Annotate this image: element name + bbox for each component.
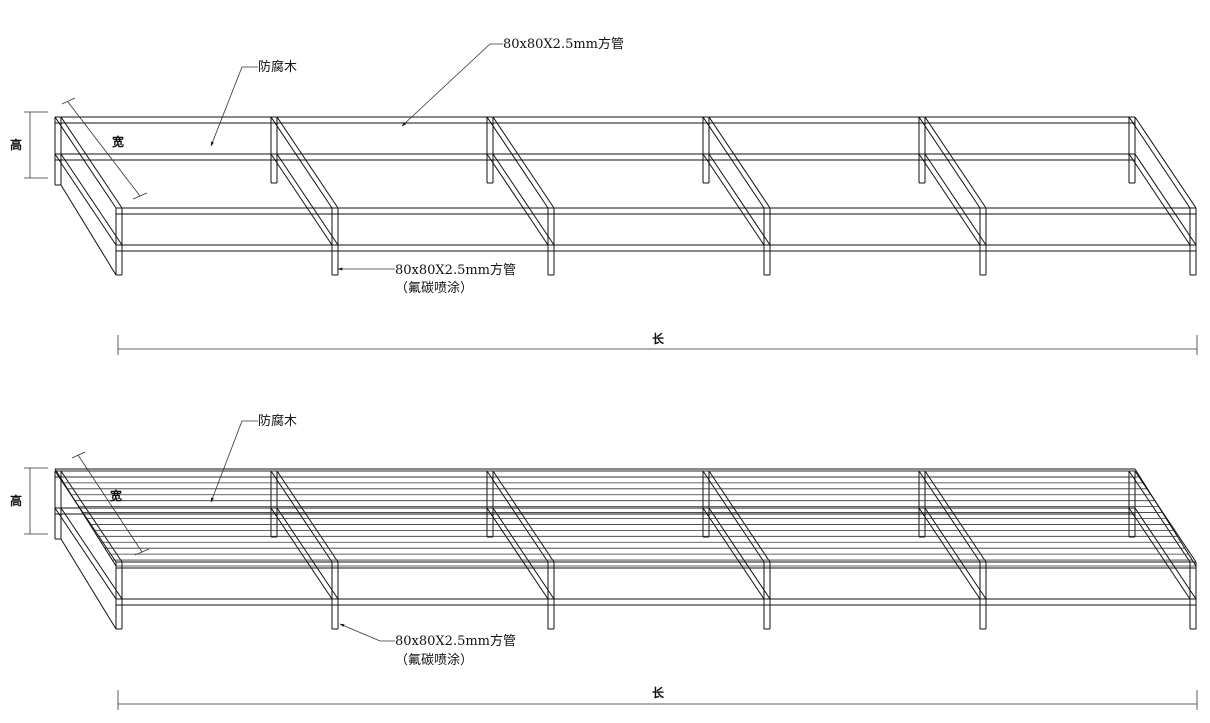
- cross-beam: [270, 470, 333, 563]
- callout-wood-top: 防腐木: [210, 59, 297, 147]
- cross-beam: [702, 507, 765, 600]
- callout-top-tube: 80x80X2.5mm方管: [401, 36, 624, 127]
- cross-beam: [702, 153, 765, 246]
- deck-edge: [1134, 468, 1197, 567]
- cross-beam: [486, 470, 549, 563]
- cross-beam: [54, 507, 117, 600]
- dim-length-text: 长: [652, 331, 665, 346]
- dim-width-text-bottom: 宽: [109, 488, 122, 503]
- cross-beam: [918, 116, 981, 209]
- cross-beam: [276, 116, 339, 209]
- cross-beam: [270, 507, 333, 600]
- dim-width-text: 宽: [111, 134, 124, 149]
- callout-post-top: 80x80X2.5mm方管 （氟碳喷涂）: [337, 262, 516, 296]
- dim-height-text: 高: [10, 137, 22, 152]
- cross-beam: [492, 116, 555, 209]
- cross-beam: [1134, 116, 1197, 209]
- cross-beam: [924, 470, 987, 563]
- cross-beam: [492, 153, 555, 246]
- cross-beam: [708, 470, 771, 563]
- cross-beam: [918, 507, 981, 600]
- label-post-line2: （氟碳喷涂）: [395, 280, 473, 296]
- label-post-line1: 80x80X2.5mm方管: [395, 262, 516, 278]
- callout-wood-bottom: 防腐木: [210, 413, 297, 503]
- cross-beam: [54, 116, 117, 209]
- cross-beam: [1128, 470, 1191, 563]
- cross-beam: [1128, 153, 1191, 246]
- dimension-width-top: 宽: [61, 97, 148, 200]
- cross-beam: [486, 153, 549, 246]
- cross-beam: [60, 153, 123, 246]
- callout-post-bottom: 80x80X2.5mm方管 （氟碳喷涂）: [339, 623, 516, 668]
- end-panel: [60, 538, 117, 630]
- label-post-line2-bottom: （氟碳喷涂）: [395, 652, 473, 668]
- cross-beam: [54, 153, 117, 246]
- dim-length-text-bottom: 长: [652, 685, 665, 700]
- cross-beam: [1134, 470, 1197, 563]
- dimension-length-bottom: 长: [117, 685, 1198, 710]
- cross-beam: [276, 470, 339, 563]
- cross-beam: [1134, 153, 1197, 246]
- dim-height-text-bottom: 高: [10, 493, 22, 508]
- cross-beam: [1128, 507, 1191, 600]
- cross-beam: [270, 153, 333, 246]
- label-post-line1-bottom: 80x80X2.5mm方管: [395, 633, 516, 649]
- cross-beam: [1128, 116, 1191, 209]
- dimension-width-bottom: 宽: [71, 451, 150, 556]
- dimension-length-top: 长: [117, 331, 1198, 355]
- cross-beam: [486, 507, 549, 600]
- cross-beam: [702, 470, 765, 563]
- dimension-height-bottom: 高: [10, 467, 48, 535]
- cross-beam: [54, 470, 117, 563]
- label-wood-bottom: 防腐木: [258, 413, 297, 429]
- cross-beam: [492, 507, 555, 600]
- wood-slats-bottom: [54, 468, 1197, 567]
- deck-edge: [54, 468, 117, 567]
- cross-beam: [924, 507, 987, 600]
- end-panel: [60, 184, 117, 276]
- frame-structure-top: [54, 116, 1197, 276]
- cross-beam: [702, 116, 765, 209]
- cross-beam: [918, 470, 981, 563]
- label-top-tube: 80x80X2.5mm方管: [503, 36, 624, 52]
- cross-beam: [492, 470, 555, 563]
- cross-beam: [60, 507, 123, 600]
- cross-beam: [708, 116, 771, 209]
- cross-beam: [60, 116, 123, 209]
- label-wood: 防腐木: [258, 59, 297, 75]
- cross-beam: [486, 116, 549, 209]
- cross-beam: [708, 507, 771, 600]
- cross-beam: [270, 116, 333, 209]
- dimension-height-top: 高: [10, 111, 48, 179]
- cross-beam: [918, 153, 981, 246]
- cross-beam: [60, 470, 123, 563]
- cross-beam: [924, 153, 987, 246]
- cross-beam: [924, 116, 987, 209]
- cross-beam: [276, 507, 339, 600]
- cross-beam: [276, 153, 339, 246]
- cross-beam: [1134, 507, 1197, 600]
- cross-beam: [708, 153, 771, 246]
- frame-structure-bottom: [54, 470, 1197, 630]
